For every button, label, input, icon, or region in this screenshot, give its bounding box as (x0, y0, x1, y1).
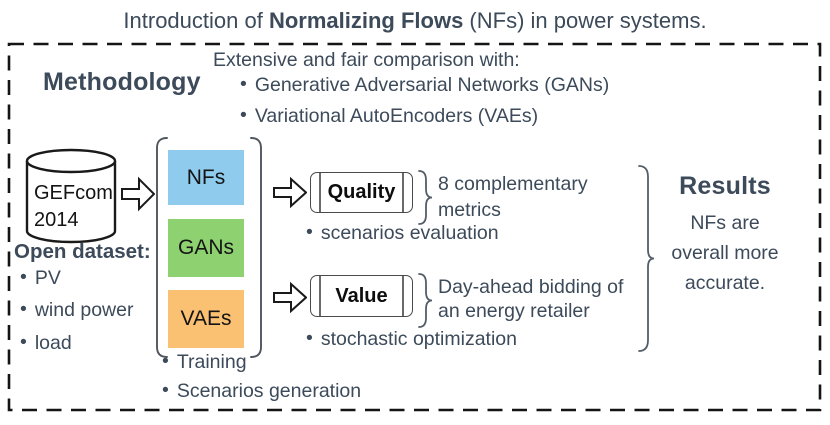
model-step-label: Training (176, 351, 247, 373)
quality-note-line: metrics (438, 199, 501, 221)
model-step: • Training (162, 350, 247, 374)
bullet-marker: • (20, 266, 27, 288)
bullet-marker: • (240, 73, 247, 95)
quality-box-label: Quality (327, 181, 396, 203)
open-dataset-label: Open dataset: (14, 240, 151, 263)
cylinder-label-line1: GEFcom (34, 182, 113, 204)
arrow-right-icon (273, 176, 307, 209)
value-brace (418, 273, 433, 328)
title-prefix: Introduction of (123, 8, 269, 33)
model-step: • Scenarios generation (162, 379, 362, 403)
cylinder-label-line2: 2014 (34, 209, 79, 231)
value-box: Value (310, 275, 413, 317)
database-cylinder-icon (25, 148, 117, 244)
bullet-marker: • (162, 379, 169, 401)
bullet-marker: • (240, 104, 247, 126)
quality-box: Quality (310, 172, 413, 213)
comparison-item: • Generative Adversarial Networks (GANs) (240, 73, 610, 97)
right-bracket (250, 137, 262, 358)
value-note-line: Day-ahead bidding of (438, 276, 624, 298)
results-brace (638, 165, 655, 352)
bullet-marker: • (20, 298, 27, 320)
dataset-item: • load (20, 331, 72, 355)
value-box-label: Value (335, 284, 388, 307)
comparison-item-label: Variational AutoEncoders (VAEs) (254, 105, 539, 127)
bullet-marker: • (162, 350, 169, 372)
model-step-label: Scenarios generation (176, 380, 362, 402)
value-bullet-label: stochastic optimization (320, 328, 517, 350)
value-bullet: • stochastic optimization (306, 327, 517, 351)
vaes-box-label: VAEs (180, 307, 232, 330)
comparison-item: • Variational AutoEncoders (VAEs) (240, 104, 539, 128)
dataset-item: • wind power (20, 298, 134, 322)
results-line: accurate. (684, 272, 766, 294)
results-line: overall more (671, 242, 779, 264)
quality-bullet-label: scenarios evaluation (320, 222, 499, 244)
title-bold: Normalizing Flows (268, 8, 464, 33)
quality-note-line: 8 complementary (438, 173, 588, 195)
dataset-item: • PV (20, 266, 61, 290)
title-suffix: (NFs) in power systems. (463, 8, 707, 33)
nfs-box-label: NFs (186, 165, 226, 189)
bullet-marker: • (20, 331, 27, 353)
left-bracket (156, 137, 168, 358)
bullet-marker: • (306, 327, 313, 349)
dataset-item-label: wind power (34, 299, 134, 321)
methodology-heading: Methodology (43, 68, 201, 96)
quality-bullet: • scenarios evaluation (306, 221, 499, 245)
comparison-item-label: Generative Adversarial Networks (GANs) (254, 74, 610, 96)
dataset-item-label: PV (34, 267, 61, 289)
quality-brace (418, 170, 433, 225)
figure-title: Introduction of Normalizing Flows (NFs) … (0, 8, 830, 34)
nfs-box: NFs (168, 150, 244, 205)
value-note-line: an energy retailer (438, 300, 590, 322)
vaes-box: VAEs (168, 290, 244, 348)
results-line: NFs are (690, 212, 760, 234)
results-heading: Results (679, 172, 771, 200)
gans-box-label: GANs (177, 236, 234, 259)
arrow-right-icon (121, 176, 155, 212)
bullet-marker: • (306, 221, 313, 243)
dataset-item-label: load (34, 332, 72, 354)
comparison-intro: Extensive and fair comparison with: (213, 49, 520, 71)
arrow-right-icon (273, 281, 307, 314)
gans-box: GANs (168, 219, 244, 277)
